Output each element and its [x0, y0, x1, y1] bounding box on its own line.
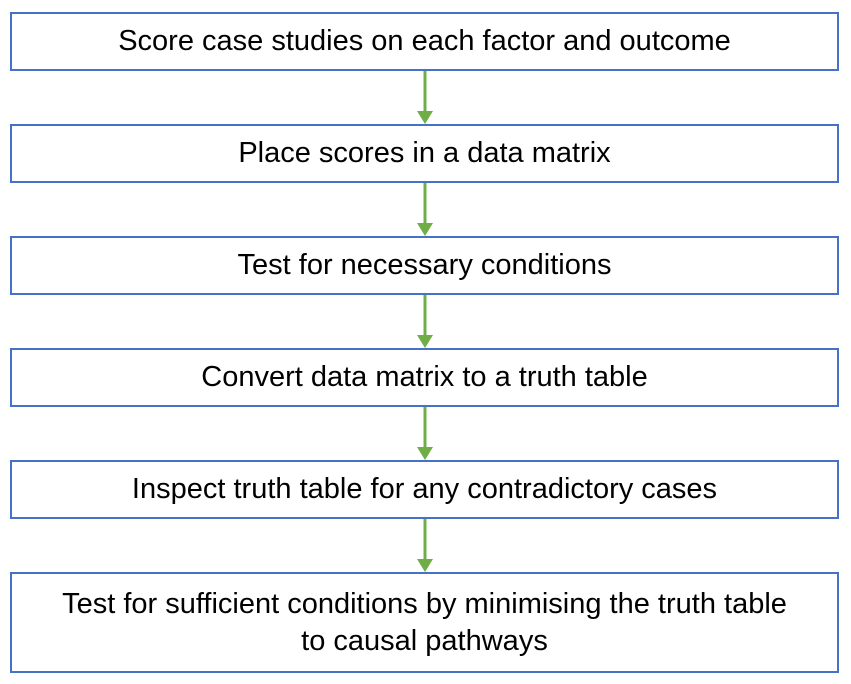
step-label: Convert data matrix to a truth table	[201, 361, 648, 393]
step-label: Score case studies on each factor and ou…	[118, 25, 731, 57]
step-box-convert-truth-table: Convert data matrix to a truth table	[10, 348, 839, 407]
step-label: Inspect truth table for any contradictor…	[131, 473, 718, 505]
step-box-necessary-conditions: Test for necessary conditions	[10, 236, 839, 295]
step-box-sufficient-conditions: Test for sufficient conditions by minimi…	[10, 572, 839, 673]
down-arrow-icon	[416, 295, 434, 348]
step-label: Place scores in a data matrix	[238, 137, 611, 169]
step-box-inspect-contradictions: Inspect truth table for any contradictor…	[10, 460, 839, 519]
step-box-place-scores: Place scores in a data matrix	[10, 124, 839, 183]
step-label: Test for necessary conditions	[237, 249, 612, 281]
step-box-score-case-studies: Score case studies on each factor and ou…	[10, 12, 839, 71]
down-arrow-icon	[416, 183, 434, 236]
down-arrow-icon	[416, 71, 434, 124]
down-arrow-icon	[416, 407, 434, 460]
down-arrow-icon	[416, 519, 434, 572]
step-label: Test for sufficient conditions by minimi…	[62, 587, 787, 657]
